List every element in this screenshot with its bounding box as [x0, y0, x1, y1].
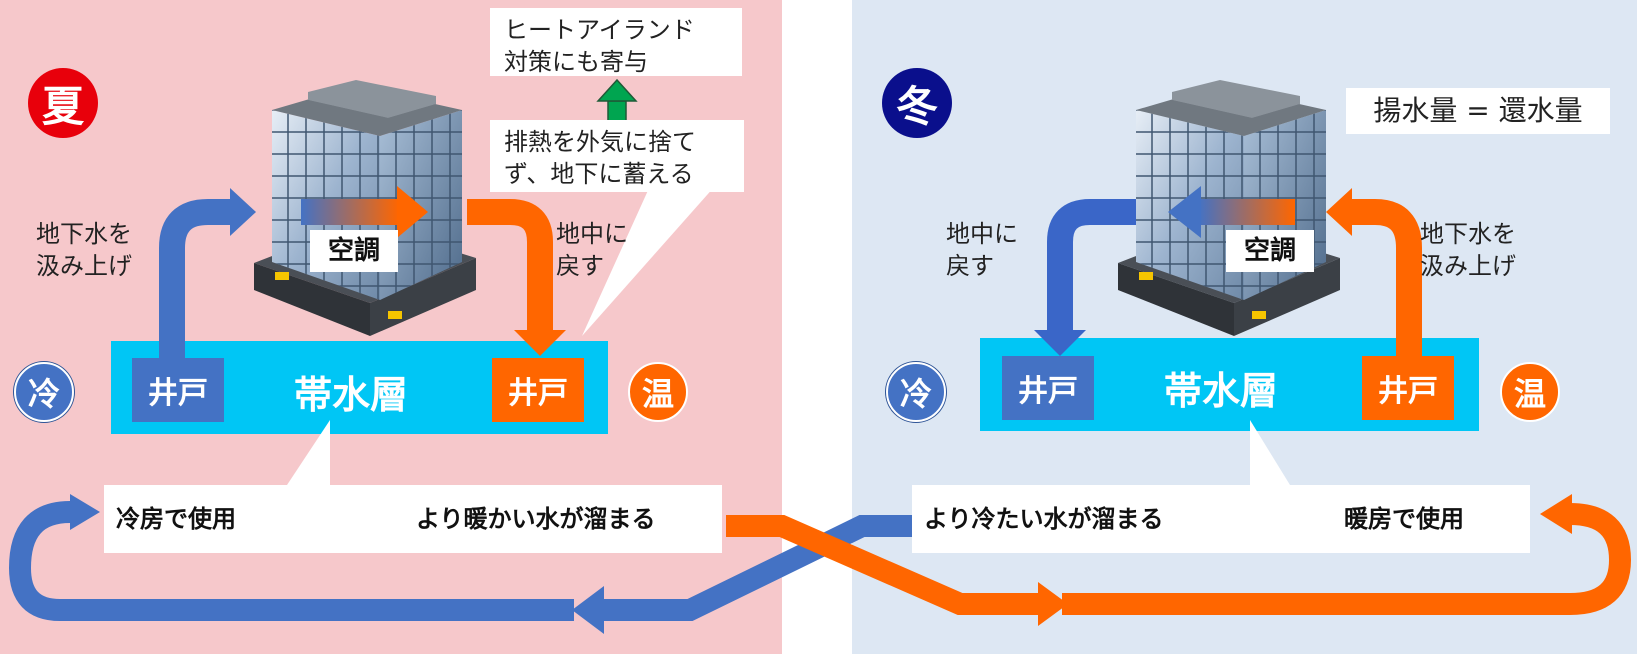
- summer-usage-bar: 冷房で使用 より暖かい水が溜まる: [104, 485, 722, 553]
- winter-return-line-2: 戻す: [946, 252, 994, 280]
- winter-cold-indicator: 冷: [886, 362, 946, 422]
- winter-pump-up-label: 地下水を 汲み上げ: [1420, 218, 1516, 282]
- heat-island-line-1: ヒートアイランド: [504, 16, 695, 44]
- winter-usage-bar: より冷たい水が溜まる 暖房で使用: [912, 485, 1530, 553]
- summer-ac-label: 空調: [310, 230, 398, 272]
- summer-return-line-2: 戻す: [556, 252, 604, 280]
- summer-return-line-1: 地中に: [556, 220, 628, 248]
- summer-pump-up-line-2: 汲み上げ: [36, 252, 132, 280]
- winter-warm-well: 井戸: [1362, 356, 1454, 420]
- exhaust-line-1: 排熱を外気に捨て: [504, 128, 696, 156]
- summer-badge: 夏: [28, 68, 98, 138]
- winter-return-line-1: 地中に: [946, 220, 1018, 248]
- winter-pump-up-line-1: 地下水を: [1420, 220, 1516, 248]
- summer-warm-well: 井戸: [492, 358, 584, 422]
- summer-result-label: より暖かい水が溜まる: [416, 505, 656, 533]
- winter-use-label: 暖房で使用: [1344, 505, 1464, 533]
- summer-aquifer-label: 帯水層: [294, 373, 409, 417]
- heat-island-line-2: 対策にも寄与: [504, 48, 648, 76]
- heat-island-note: ヒートアイランド 対策にも寄与: [490, 8, 742, 76]
- summer-pump-up-label: 地下水を 汲み上げ: [36, 218, 132, 282]
- exhaust-note: 排熱を外気に捨て ず、地下に蓄える: [490, 120, 744, 192]
- summer-warm-indicator: 温: [628, 362, 688, 422]
- exhaust-line-2: ず、地下に蓄える: [504, 160, 694, 188]
- summer-cold-well: 井戸: [132, 358, 224, 422]
- winter-cold-well: 井戸: [1002, 356, 1094, 420]
- winter-aquifer-label: 帯水層: [1164, 369, 1279, 413]
- winter-result-label: より冷たい水が溜まる: [924, 505, 1164, 533]
- water-balance-note: 揚水量 = 還水量: [1346, 88, 1610, 134]
- winter-warm-indicator: 温: [1500, 362, 1560, 422]
- summer-cold-indicator: 冷: [14, 362, 74, 422]
- winter-season-label: 冬: [895, 81, 938, 131]
- winter-ac-label: 空調: [1226, 230, 1314, 272]
- winter-return-label: 地中に 戻す: [946, 218, 1018, 282]
- winter-pump-up-line-2: 汲み上げ: [1420, 252, 1516, 280]
- summer-return-label: 地中に 戻す: [556, 218, 628, 282]
- summer-season-label: 夏: [41, 81, 84, 131]
- summer-use-label: 冷房で使用: [116, 505, 236, 533]
- summer-pump-up-line-1: 地下水を: [36, 220, 132, 248]
- winter-badge: 冬: [882, 68, 952, 138]
